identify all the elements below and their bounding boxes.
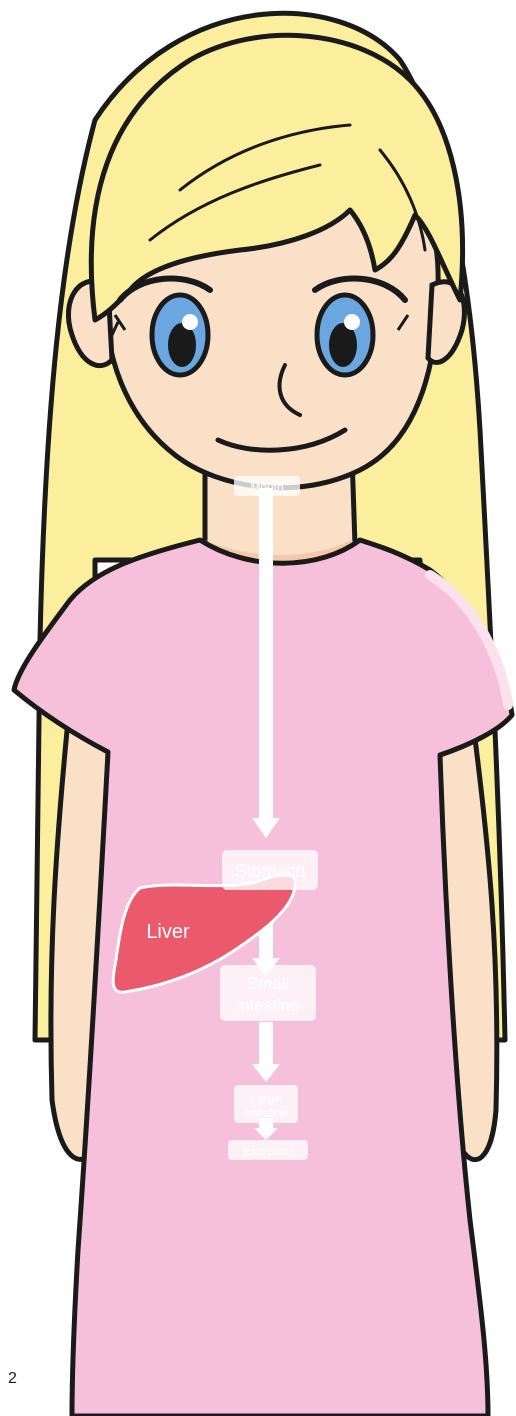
- large-intestine-label-line1: Large: [251, 1091, 282, 1105]
- page-number: 2: [8, 1370, 17, 1387]
- large-intestine-label-line2: intestine: [244, 1106, 289, 1120]
- flow-shaft: [259, 488, 273, 818]
- small-intestine-label-line2: intestine: [236, 996, 299, 1015]
- small-intestine-label-line1: Small: [247, 974, 290, 993]
- liver-label: Liver: [146, 921, 190, 943]
- stomach-label: Stomach: [234, 861, 305, 881]
- flow-shaft: [259, 1022, 273, 1068]
- mouth-label: Mouth: [250, 480, 283, 494]
- excretion-label: Excretion: [243, 1144, 293, 1158]
